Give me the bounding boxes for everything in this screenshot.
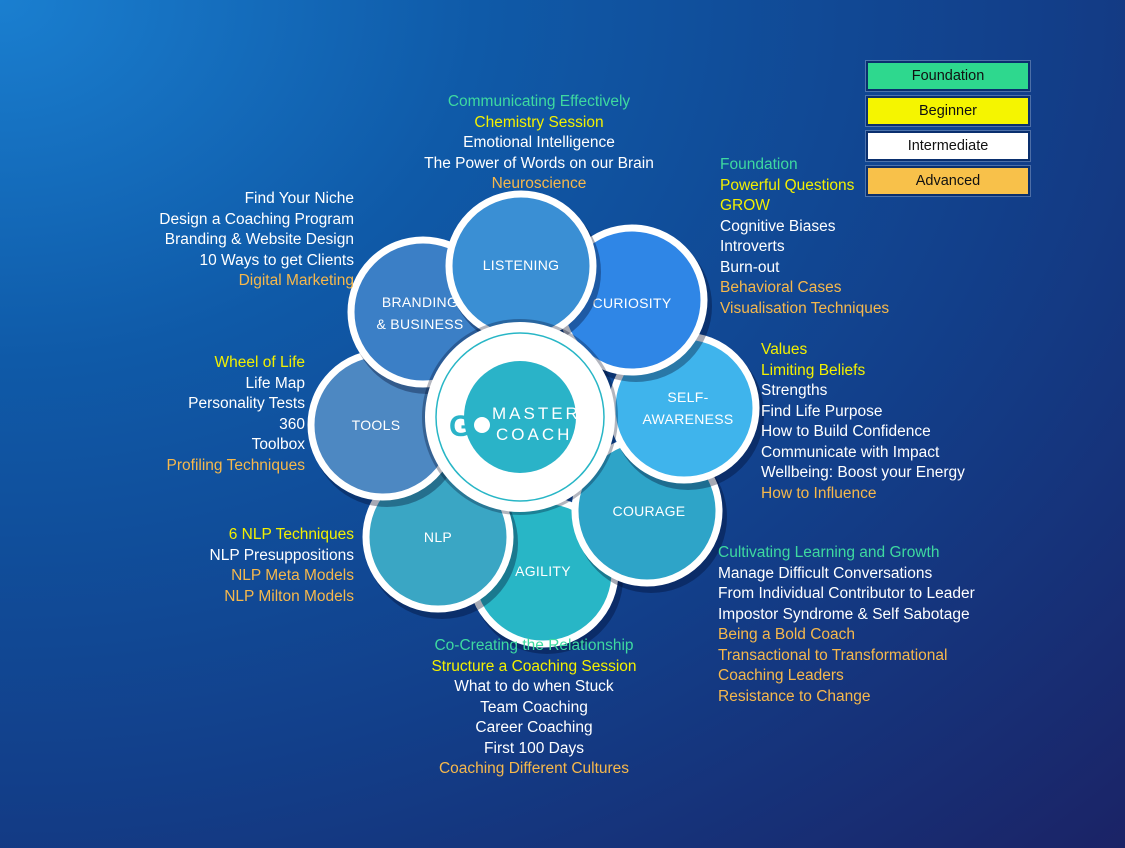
topic-item: GROW — [720, 197, 770, 214]
petal-branding-label: & BUSINESS — [376, 316, 463, 332]
topic-item: Find Your Niche — [244, 190, 354, 207]
topic-item: Profiling Techniques — [166, 456, 305, 474]
topic-item: Resistance to Change — [718, 687, 871, 705]
petal-nlp: NLP — [362, 461, 518, 619]
legend-beginner: Beginner — [866, 96, 1030, 126]
petal-curiosity-label: CURIOSITY — [593, 295, 672, 311]
center-teal-disc — [464, 361, 576, 473]
logo-g: G — [449, 410, 472, 443]
topic-item: Wellbeing: Boost your Energy — [761, 464, 965, 481]
topic-item: Values — [761, 341, 808, 358]
logo-dot-icon — [474, 417, 490, 433]
topic-item: Coaching Leaders — [718, 667, 844, 684]
legend-intermediate: Intermediate — [866, 131, 1030, 161]
petal-branding-label: BRANDING — [382, 294, 458, 310]
topic-item: Strengths — [761, 382, 828, 399]
topic-item: Behavioral Cases — [720, 279, 842, 296]
topic-item: NLP Milton Models — [224, 587, 354, 605]
petal-agility-label: AGILITY — [515, 563, 571, 579]
logo-coach: COACH — [496, 425, 572, 444]
topic-item: Transactional to Transformational — [718, 646, 948, 664]
topic-item: Wheel of Life — [214, 354, 305, 371]
topic-item: Career Coaching — [475, 719, 593, 736]
topic-item: How to Build Confidence — [761, 423, 931, 440]
logo-master: MASTER — [492, 404, 581, 423]
topic-item: The Power of Words on our Brain — [424, 154, 654, 172]
petal-courage-label: COURAGE — [613, 503, 686, 519]
topic-item: Being a Bold Coach — [718, 626, 856, 643]
topic-item: Co-Creating the Relationship — [434, 637, 634, 654]
petal-listening-label: LISTENING — [483, 257, 560, 273]
topic-item: Branding & Website Design — [164, 231, 354, 248]
topic-item: Limiting Beliefs — [761, 361, 866, 379]
topic-item: Visualisation Techniques — [720, 299, 890, 317]
topic-item: Communicate with Impact — [761, 443, 940, 461]
topic-item: Design a Coaching Program — [159, 210, 354, 228]
topic-item: 10 Ways to get Clients — [199, 251, 355, 269]
topic-item: From Individual Contributor to Leader — [718, 585, 975, 602]
topic-item: Toolbox — [251, 436, 305, 453]
topic-item: 360 — [279, 415, 305, 433]
petal-tools-label: TOOLS — [352, 417, 401, 433]
legend-advanced: Advanced — [866, 166, 1030, 196]
petal-self-awareness-label: AWARENESS — [642, 411, 733, 427]
topic-item: Impostor Syndrome & Self Sabotage — [718, 605, 970, 623]
topic-item: Chemistry Session — [474, 113, 604, 131]
topic-item: Find Life Purpose — [761, 402, 883, 420]
petal-self-awareness-label: SELF- — [667, 389, 708, 405]
topic-item: Burn-out — [720, 258, 780, 276]
topic-item: Emotional Intelligence — [463, 134, 615, 151]
topic-item: NLP Meta Models — [231, 567, 354, 584]
petal-nlp-label: NLP — [424, 529, 452, 545]
topic-item: Life Map — [245, 374, 305, 392]
topic-item: Cultivating Learning and Growth — [718, 544, 940, 561]
topic-item: What to do when Stuck — [454, 678, 614, 695]
topic-item: Introverts — [720, 238, 785, 255]
topic-item: First 100 Days — [484, 739, 584, 757]
topic-item: Personality Tests — [188, 395, 305, 412]
topic-item: Cognitive Biases — [720, 217, 836, 235]
topic-item: Powerful Questions — [720, 176, 855, 194]
topic-item: How to Influence — [761, 484, 877, 502]
topic-item: 6 NLP Techniques — [228, 526, 354, 543]
legend-foundation: Foundation — [866, 61, 1030, 91]
topic-item: Foundation — [720, 156, 798, 173]
topic-item: Team Coaching — [480, 698, 588, 716]
topic-item: Manage Difficult Conversations — [718, 564, 933, 582]
topic-item: Coaching Different Cultures — [438, 760, 630, 777]
topic-item: Neuroscience — [491, 175, 587, 192]
topic-item: Structure a Coaching Session — [431, 657, 637, 675]
topic-item: Digital Marketing — [238, 272, 354, 289]
topic-item: Communicating Effectively — [447, 93, 631, 110]
topic-item: NLP Presuppositions — [209, 546, 354, 564]
